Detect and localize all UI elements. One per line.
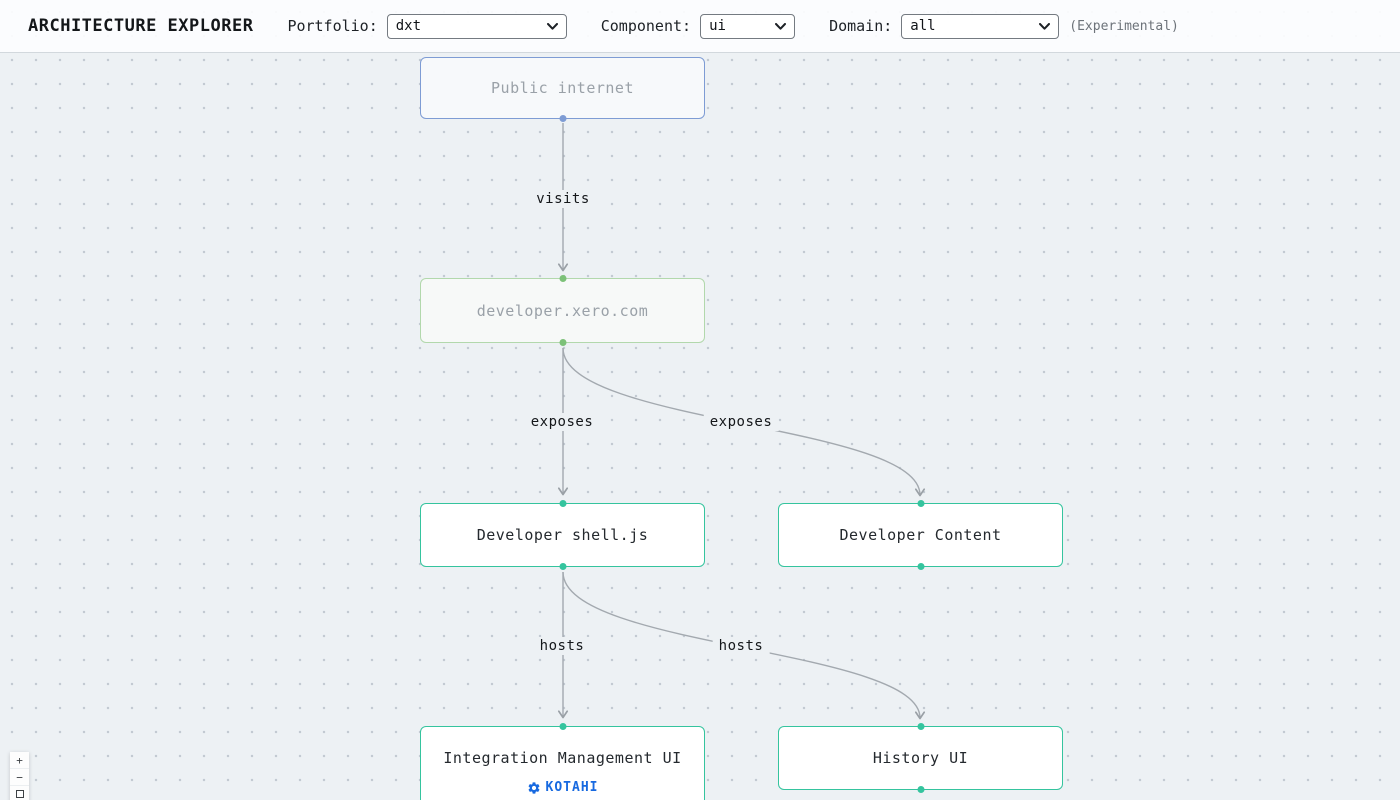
domain-select-value: all — [910, 18, 936, 34]
chevron-down-icon — [1039, 22, 1051, 30]
component-select-value: ui — [709, 18, 726, 34]
zoom-in-button[interactable]: + — [10, 752, 29, 769]
chevron-down-icon — [546, 22, 558, 30]
node-label: Public internet — [491, 79, 634, 97]
domain-label: Domain: — [829, 17, 893, 35]
app-header: ARCHITECTURE EXPLORER Portfolio: dxt Com… — [0, 0, 1400, 53]
domain-select[interactable]: all — [901, 13, 1060, 39]
connection-handle-top[interactable] — [559, 275, 566, 282]
node-developer-content[interactable]: Developer Content — [778, 500, 1063, 570]
edge-label-exposes-left: exposes — [524, 413, 600, 431]
connection-handle-top[interactable] — [917, 500, 924, 507]
connection-handle-bottom[interactable] — [559, 115, 566, 122]
portfolio-filter: Portfolio: dxt — [287, 13, 567, 39]
connection-handle-top[interactable] — [559, 723, 566, 730]
component-filter: Component: ui — [600, 13, 796, 39]
experimental-tag: (Experimental) — [1069, 18, 1179, 34]
chevron-down-icon — [775, 22, 787, 30]
connection-handle-bottom[interactable] — [559, 563, 566, 570]
minus-icon: − — [16, 770, 23, 784]
node-public-internet[interactable]: Public internet — [420, 57, 705, 122]
edge-label-visits: visits — [530, 190, 596, 208]
node-developer-xero-com[interactable]: developer.xero.com — [420, 275, 705, 346]
portfolio-label: Portfolio: — [287, 17, 378, 35]
fit-view-icon — [15, 790, 24, 798]
domain-filter: Domain: all — [829, 13, 1060, 39]
edge-label-exposes-right: exposes — [703, 413, 779, 431]
app-title: ARCHITECTURE EXPLORER — [28, 16, 254, 36]
component-label: Component: — [600, 17, 692, 35]
node-label: History UI — [872, 749, 969, 767]
plus-icon: + — [16, 753, 23, 767]
connection-handle-bottom[interactable] — [559, 339, 566, 346]
node-integration-management-ui[interactable]: Integration Management UI KOTAHI — [420, 723, 705, 800]
node-history-ui[interactable]: History UI — [778, 723, 1063, 793]
node-label: Developer shell.js — [476, 526, 649, 544]
node-developer-shell-js[interactable]: Developer shell.js — [420, 500, 705, 570]
connection-handle-bottom[interactable] — [917, 563, 924, 570]
component-select[interactable]: ui — [700, 13, 796, 39]
connection-handle-top[interactable] — [559, 500, 566, 507]
zoom-out-button[interactable]: − — [10, 769, 29, 786]
edge-label-hosts-right: hosts — [712, 637, 770, 655]
flow-controls: + − — [10, 752, 29, 800]
edge-label-hosts-left: hosts — [533, 637, 591, 655]
portfolio-select[interactable]: dxt — [386, 13, 567, 39]
connection-handle-top[interactable] — [917, 723, 924, 730]
kotahi-badge-label: KOTAHI — [545, 780, 599, 795]
node-label: Integration Management UI — [443, 749, 682, 767]
portfolio-select-value: dxt — [395, 18, 422, 34]
connection-handle-bottom[interactable] — [917, 786, 924, 793]
kotahi-badge: KOTAHI — [527, 780, 599, 795]
node-label: developer.xero.com — [476, 301, 649, 320]
fit-view-button[interactable] — [10, 786, 29, 800]
gear-icon — [528, 781, 539, 794]
node-label: Developer Content — [839, 526, 1002, 544]
